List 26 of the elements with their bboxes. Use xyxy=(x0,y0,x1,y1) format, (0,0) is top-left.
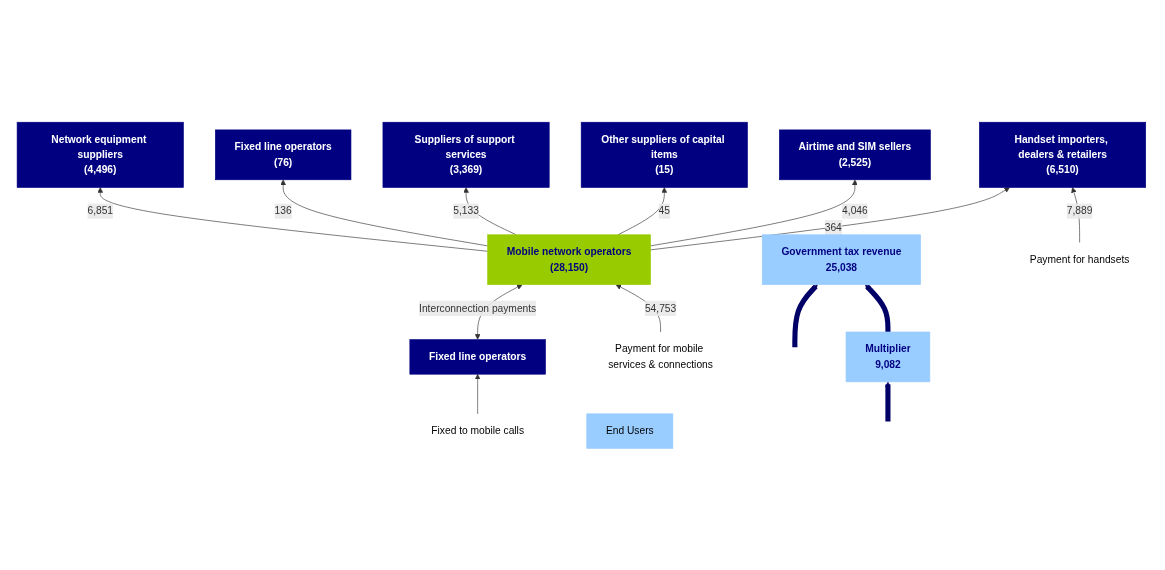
edge-label: 364 xyxy=(824,221,842,233)
edge-label: 54,753 xyxy=(644,302,676,314)
node-box: Suppliers of support services (3,369) xyxy=(382,121,550,188)
edge-label: 5,133 xyxy=(452,205,479,216)
edge-label: 7,889 xyxy=(1066,205,1093,216)
edge-label: 136 xyxy=(274,205,292,216)
node-box: Mobile network operators (28,150) xyxy=(487,234,651,285)
arrow xyxy=(884,381,891,422)
edge-label: Interconnection payments xyxy=(418,302,536,314)
node-text: Payment for handsets xyxy=(1029,253,1130,265)
node-box: Fixed line operators xyxy=(409,339,546,375)
node-text: Fixed to mobile calls xyxy=(430,425,524,436)
node-box: End Users xyxy=(586,413,673,449)
node-box: Other suppliers of capital items (15) xyxy=(580,121,748,188)
node-box: Handset importers, dealers & retailers (6,510) xyxy=(978,121,1146,188)
edge-label: 4,046 xyxy=(841,205,868,216)
arrow xyxy=(864,284,891,332)
edge-label: 6,851 xyxy=(87,205,113,216)
node-box: Network equipment suppliers (4,496) xyxy=(16,121,184,188)
node-box: Multiplier 9,082 xyxy=(845,331,930,382)
node-box: Airtime and SIM sellers (2,525) xyxy=(778,129,931,180)
node-text: Payment for mobile services & connections xyxy=(607,343,713,370)
node-box: Government tax revenue 25,038 xyxy=(761,234,921,285)
arrow xyxy=(791,284,818,348)
edge-label: 45 xyxy=(658,205,670,216)
node-box: Fixed line operators (76) xyxy=(214,129,351,180)
